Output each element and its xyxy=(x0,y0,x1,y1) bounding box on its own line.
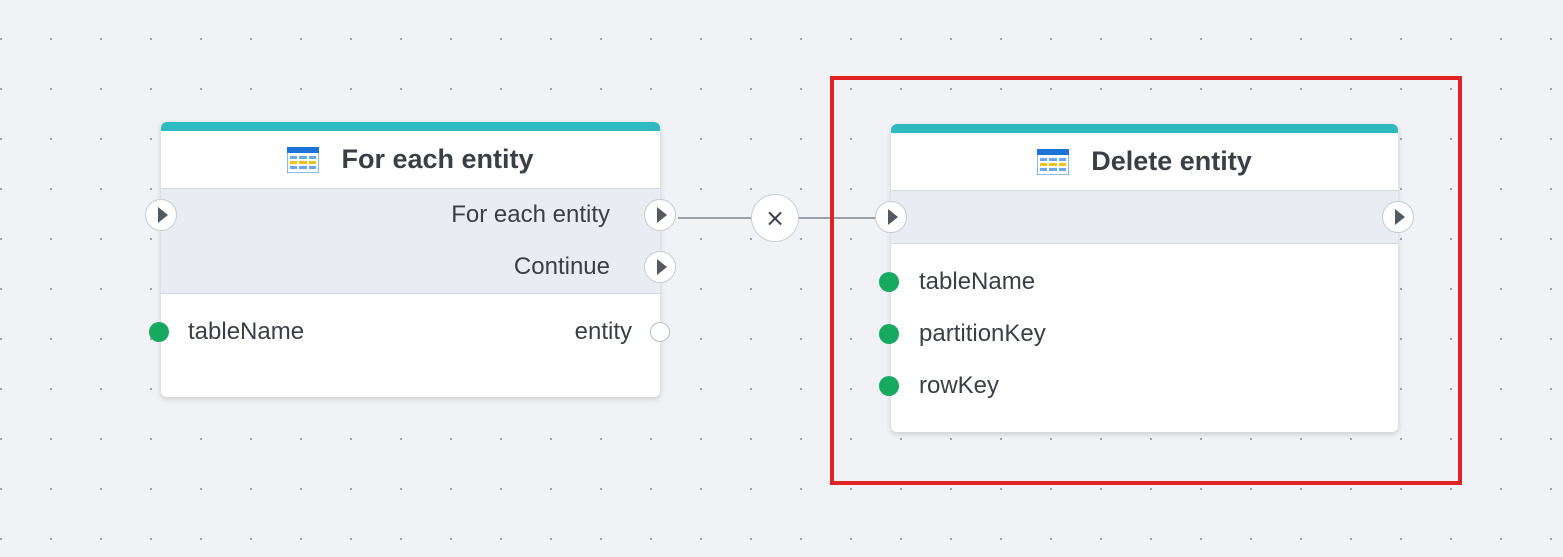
flow-in-port[interactable] xyxy=(145,199,177,231)
outcome-row-for-each: For each entity xyxy=(145,189,676,241)
input-label: tableName xyxy=(188,318,305,345)
node-title: For each entity xyxy=(341,144,534,174)
outcome-row-continue: Continue xyxy=(161,241,676,293)
param-row: rowKey xyxy=(879,360,1398,412)
node-title: Delete entity xyxy=(1091,146,1252,176)
outcomes-section: For each entity Continue xyxy=(145,189,676,294)
connection-line[interactable] xyxy=(798,217,878,219)
node-accent-bar xyxy=(161,122,660,131)
output-port-entity[interactable] xyxy=(650,322,670,342)
close-icon: × xyxy=(764,204,786,232)
for-each-entity-node[interactable]: For each entity For each entity Continue… xyxy=(145,122,676,397)
node-header: For each entity xyxy=(161,131,660,189)
param-row: tableName entity xyxy=(149,306,670,358)
input-label: rowKey xyxy=(919,372,1000,399)
outcome-port-continue[interactable] xyxy=(644,251,676,283)
connection-line[interactable] xyxy=(678,217,752,219)
input-port-partitionkey[interactable] xyxy=(879,324,899,344)
input-port-rowkey[interactable] xyxy=(879,376,899,396)
selection-highlight xyxy=(830,76,1462,485)
outcome-row-done xyxy=(875,191,1414,243)
input-port-tablename[interactable] xyxy=(879,272,899,292)
input-label: partitionKey xyxy=(919,320,1046,347)
delete-entity-node[interactable]: Delete entity tableName partitionKey row… xyxy=(875,124,1414,432)
outcomes-section xyxy=(875,191,1414,244)
flow-in-port[interactable] xyxy=(875,201,907,233)
param-row: partitionKey xyxy=(879,308,1398,360)
input-port-tablename[interactable] xyxy=(149,322,169,342)
table-icon xyxy=(287,146,320,173)
outcome-label: Continue xyxy=(513,253,610,280)
outcome-label: For each entity xyxy=(451,201,610,228)
input-label: tableName xyxy=(919,268,1036,295)
node-header: Delete entity xyxy=(891,133,1398,191)
remove-connection-button[interactable]: × xyxy=(751,194,799,242)
table-icon xyxy=(1037,148,1070,175)
outcome-port-for-each[interactable] xyxy=(644,199,676,231)
node-accent-bar xyxy=(891,124,1398,133)
outcome-port-done[interactable] xyxy=(1382,201,1414,233)
output-label: entity xyxy=(574,318,632,345)
param-row: tableName xyxy=(879,256,1398,308)
